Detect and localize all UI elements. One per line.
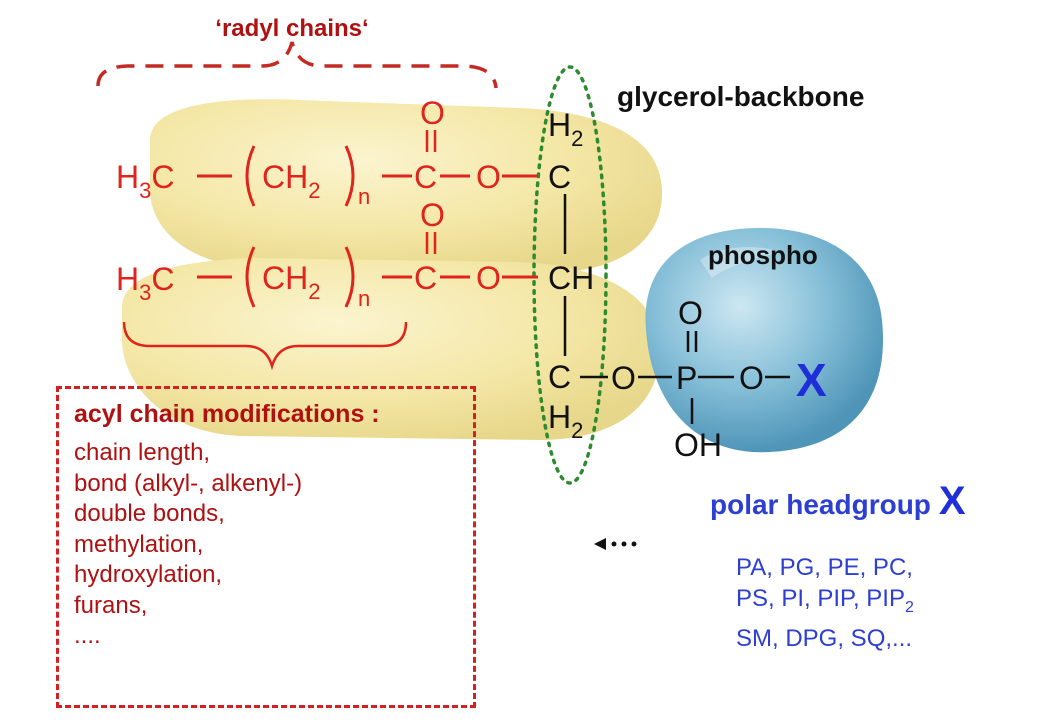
phosphate-o1: O — [611, 360, 636, 396]
glycerol-phosphate-formula: H2 C CH C H2 O P O O X OH — [548, 107, 827, 463]
repeat-n: n — [358, 286, 370, 311]
methylene: CH — [262, 260, 308, 296]
glycerol-ch: CH — [548, 260, 594, 296]
methyl-sub: 3 — [139, 178, 151, 203]
dotted-arrow-icon — [594, 538, 637, 550]
methylene-sub: 2 — [308, 279, 320, 304]
methylene: CH — [262, 159, 308, 195]
acyl-modifications-list: chain length, bond (alkyl-, alkenyl-) do… — [74, 438, 302, 652]
phospho-head-sphere — [645, 228, 884, 453]
methyl-h: H — [116, 159, 139, 195]
repeat-n: n — [358, 184, 370, 209]
acyl-modifications-box — [56, 386, 476, 708]
carbonyl-c: C — [414, 159, 437, 195]
headgroup-line-2-sub: 2 — [904, 598, 914, 616]
svg-text:CH2: CH2 — [262, 260, 320, 304]
ester-o: O — [476, 260, 501, 296]
phosphorus: P — [676, 360, 697, 396]
polar-headgroup-x: X — [939, 479, 966, 523]
paren-right-1 — [344, 145, 355, 207]
list-item: double bonds, — [74, 500, 225, 527]
acyl-chain-brace — [122, 321, 408, 371]
hydroxyl: OH — [674, 427, 722, 463]
paren-left-2 — [245, 246, 256, 308]
headgroup-list: PA, PG, PE, PC, PS, PI, PIP, PIP2 SM, DP… — [736, 552, 914, 654]
list-item: .... — [74, 622, 101, 649]
glycerol-h: H — [548, 399, 571, 435]
svg-text:CH2: CH2 — [262, 159, 320, 203]
list-item: bond (alkyl-, alkenyl-) — [74, 469, 303, 497]
upper-tail-shape — [150, 99, 663, 273]
methyl-sub: 3 — [139, 280, 151, 305]
headgroup-line-1: PA, PG, PE, PC, — [736, 554, 913, 581]
list-item: chain length, — [74, 439, 211, 466]
ester-o: O — [476, 159, 501, 195]
glycerol-c1: C — [548, 159, 571, 195]
methyl-h: H — [116, 261, 139, 297]
headgroup-line-2: PS, PI, PIP, PIP2 — [736, 583, 914, 623]
carbonyl-o: O — [420, 95, 445, 131]
substituent-x: X — [796, 354, 827, 406]
methylene-sub: 2 — [308, 178, 320, 203]
phosphate-o-double: O — [678, 295, 703, 331]
paren-left-1 — [245, 145, 256, 207]
radyl-chains-brace — [96, 41, 498, 89]
glycerol-backbone-label: glycerol-backbone — [617, 81, 864, 112]
svg-text:H3C: H3C — [116, 159, 174, 203]
list-item: furans, — [74, 591, 148, 619]
phosphate-o2: O — [739, 360, 764, 396]
svg-text:H3C: H3C — [116, 261, 174, 305]
svg-text:H2: H2 — [548, 107, 583, 151]
radyl-chains-label: ‘radyl chains‘ — [215, 15, 368, 42]
glycerol-h-sub: 2 — [571, 126, 583, 151]
paren-right-2 — [344, 246, 355, 308]
glycerol-h-sub: 2 — [571, 418, 583, 443]
glycerol-c3: C — [548, 359, 571, 395]
glycerol-h: H — [548, 107, 571, 143]
headgroup-line-2-text: PS, PI, PIP, PIP — [736, 585, 905, 612]
carbonyl-c: C — [414, 260, 437, 296]
glycerol-backbone-ellipse — [532, 65, 608, 485]
svg-text:H2: H2 — [548, 399, 583, 443]
methyl-c: C — [151, 159, 174, 195]
acyl-chains-formula: H3C CH2 n C O O H3C CH2 n C O O — [116, 95, 538, 311]
list-item: methylation, — [74, 530, 204, 558]
lower-tail-shape — [121, 258, 660, 440]
phospho-label: phospho — [708, 240, 818, 270]
methyl-c: C — [151, 261, 174, 297]
list-item: hydroxylation, — [74, 561, 223, 588]
headgroup-line-3: SM, DPG, SQ,... — [736, 624, 913, 652]
acyl-modifications-title: acyl chain modifications : — [74, 400, 380, 428]
carbonyl-o: O — [420, 197, 445, 233]
